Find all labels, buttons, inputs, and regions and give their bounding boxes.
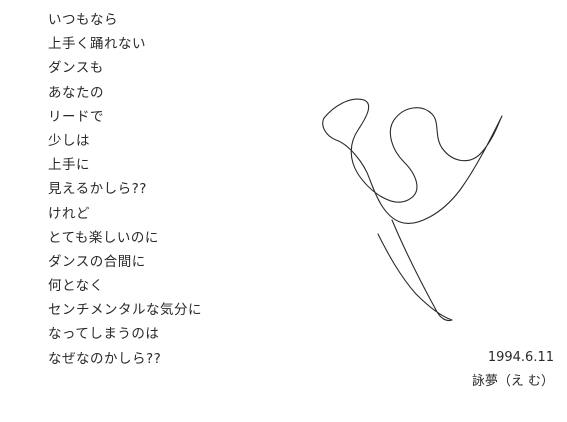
poem-line: センチメンタルな気分に [48,302,202,319]
poem-line: リードで [48,108,104,125]
poem-line: ダンスも [48,60,104,77]
poem-line: 見えるかしら?? [48,181,147,198]
poem-line: けれど [48,205,90,222]
poem-line: ダンスの合間に [48,253,146,270]
poem-line: 何となく [48,278,104,295]
poem-line: いつもなら [48,12,118,28]
signature-name: 詠夢（え む） [471,374,554,390]
poem-line: 上手に [48,157,90,174]
poem-line: 少しは [48,132,90,149]
signature-date: 1994.6.11 [487,350,554,365]
signature-block: 1994.6.11 詠夢（え む） [458,346,554,394]
poem-line: 上手く踊れない [48,36,146,53]
poem-line: とても楽しいのに [48,229,159,246]
poem-line: なぜなのかしら?? [48,350,162,367]
dance-line-drawing [322,98,503,322]
dance-line-stroke [322,98,503,322]
poem-text: いつもなら 上手く踊れない ダンスも あなたの リードで 少しは 上手に 見える… [48,8,202,371]
poem-line: なってしまうのは [48,326,160,343]
poem-line: あなたの [48,84,104,101]
